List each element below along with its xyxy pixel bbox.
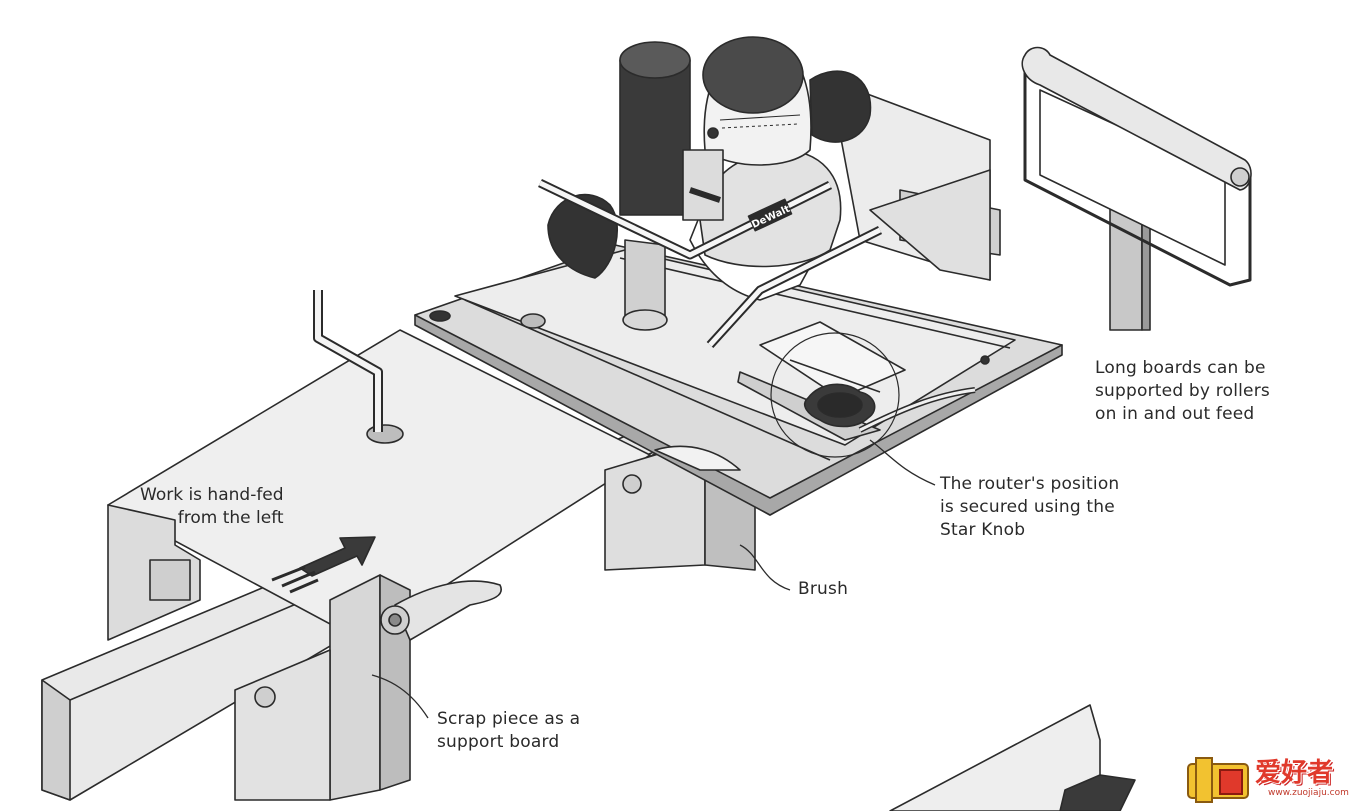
label-scrap-line-1: Scrap piece as a — [437, 709, 581, 729]
label-scrap-piece: Scrap piece as a support board — [437, 708, 580, 754]
label-work-hand-fed: Work is hand-fed from the left — [140, 484, 284, 530]
toggle-clamp — [254, 474, 642, 708]
label-star-line-1: The router's position — [940, 474, 1120, 494]
watermark-logo — [1187, 757, 1249, 803]
label-star-line-2: is secured using the — [940, 497, 1115, 517]
extrusion-rail — [107, 329, 651, 641]
roller-stand — [1021, 46, 1252, 331]
label-brush-text: Brush — [798, 579, 849, 599]
label-work-line-1: Work is hand-fed — [140, 485, 284, 505]
label-brush: Brush — [798, 578, 848, 601]
outfeed-board — [889, 704, 1136, 811]
label-long-boards: Long boards can be supported by rollers … — [1095, 357, 1270, 426]
hold-down-pin — [313, 290, 404, 444]
router — [538, 36, 883, 349]
watermark-text: 爱好者 — [1255, 758, 1334, 788]
label-scrap-line-2: support board — [437, 732, 560, 752]
label-star-line-3: Star Knob — [940, 520, 1026, 540]
label-long-line-1: Long boards can be — [1095, 358, 1266, 378]
star-knob — [804, 383, 876, 428]
watermark-url: www.zuojiaju.com — [1268, 788, 1349, 798]
label-star-knob: The router's position is secured using t… — [940, 473, 1119, 542]
feed-arrow — [271, 536, 376, 594]
label-long-line-3: on in and out feed — [1095, 404, 1255, 424]
watermark-mark-icon — [1187, 757, 1249, 803]
label-long-line-2: supported by rollers — [1095, 381, 1270, 401]
leader-lines — [371, 439, 936, 719]
label-work-line-2: from the left — [177, 508, 284, 528]
